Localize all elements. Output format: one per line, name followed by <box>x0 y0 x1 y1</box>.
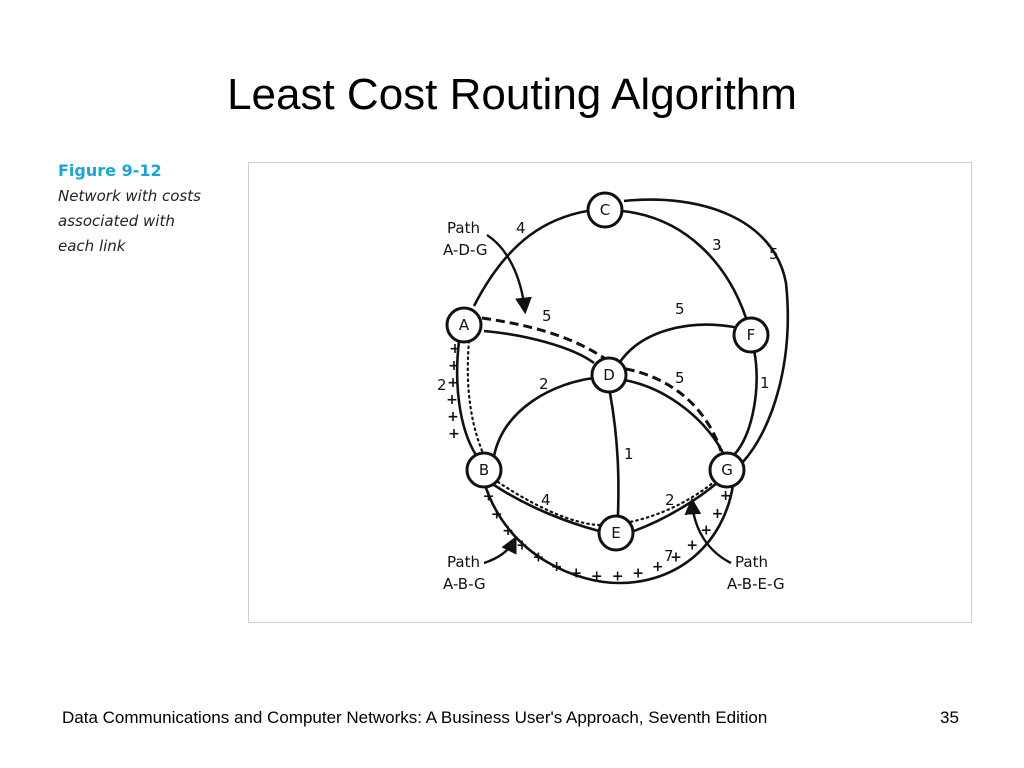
edges <box>455 198 790 585</box>
path-a-b-g-arrow <box>483 535 517 565</box>
cost-d-e: 1 <box>624 445 634 463</box>
path-a-d-g-arrow <box>486 233 532 315</box>
edge-d-e <box>608 392 620 516</box>
path-marker-plus: + <box>502 523 514 539</box>
edge-f-g <box>733 349 758 456</box>
path-a-b-g-title: Path <box>447 553 480 571</box>
edge-b-d <box>492 376 595 457</box>
slide-footer: Data Communications and Computer Network… <box>62 708 768 727</box>
path-marker-plus: + <box>570 565 582 581</box>
path-a-b-e-g-annotation: Path A-B-E-G <box>684 497 785 593</box>
edge-e-g <box>633 482 718 533</box>
figure-caption: Figure 9-12 Network with costs associate… <box>58 161 238 259</box>
path-marker-plus: + <box>686 537 698 553</box>
node-a: A <box>445 306 483 344</box>
node-f-circle <box>732 316 770 354</box>
node-b-circle <box>465 451 503 489</box>
node-d-label: D <box>603 366 615 384</box>
caption-line: associated with <box>58 212 175 230</box>
path-marker-plus: + <box>720 488 732 504</box>
caption-line: Network with costs <box>58 187 201 205</box>
path-a-d-g-title: Path <box>447 219 480 237</box>
node-f: F <box>732 316 770 354</box>
cost-a-c: 4 <box>516 219 526 237</box>
path-marker-plus: + <box>652 559 664 575</box>
path-a-b-e-g-title: Path <box>735 553 768 571</box>
path-a-b-e-g-arrow <box>684 497 732 565</box>
path-a-b-e-g-route: A-B-E-G <box>727 575 785 593</box>
node-e: E <box>597 514 635 552</box>
figure-description: Network with costs associated with each … <box>58 184 238 259</box>
path-marker-plus: + <box>516 538 528 554</box>
cost-b-e: 4 <box>541 491 551 509</box>
path-marker-plus: + <box>700 523 712 539</box>
cost-b-g: 7 <box>664 547 674 565</box>
slide-title: Least Cost Routing Algorithm <box>227 70 797 119</box>
caption-line: each link <box>58 237 126 255</box>
network-diagram: ++++++++++++++++++++++++ C A F D B <box>248 162 972 623</box>
page-number: 35 <box>940 708 959 727</box>
edge-b-e <box>493 483 600 533</box>
edge-a-b <box>455 340 478 456</box>
node-b-label: B <box>479 461 489 479</box>
path-marker-plus: + <box>632 565 644 581</box>
cost-f-g: 1 <box>760 374 770 392</box>
network-graph: ++++++++++++++++++++++++ C A F D B <box>437 191 790 593</box>
node-a-label: A <box>459 316 470 334</box>
path-marker-plus: + <box>491 507 503 523</box>
edge-costs: 4 3 5 5 5 1 2 2 5 1 4 2 7 <box>437 219 779 565</box>
edge-b-g <box>483 484 735 585</box>
edge-c-f <box>621 209 748 319</box>
path-marker-plus: + <box>712 506 724 522</box>
cost-a-b: 2 <box>437 376 447 394</box>
node-e-label: E <box>611 524 620 542</box>
edge-d-g <box>623 378 726 456</box>
node-c-label: C <box>600 201 610 219</box>
edge-a-c <box>472 209 588 307</box>
node-g-circle <box>708 451 746 489</box>
highlighted-paths <box>466 316 723 527</box>
path-marker-plus: + <box>447 409 459 425</box>
path-marker-plus: + <box>533 550 545 566</box>
node-g-label: G <box>721 461 733 479</box>
node-b: B <box>465 451 503 489</box>
figure-label: Figure 9-12 <box>58 161 162 180</box>
path-a-d-g-dashed <box>481 316 723 452</box>
node-d: D <box>590 356 628 394</box>
path-marker-plus: + <box>446 392 458 408</box>
path-marker-plus: + <box>551 559 563 575</box>
path-a-d-g-annotation: Path A-D-G <box>443 219 532 315</box>
path-marker-plus: + <box>448 358 460 374</box>
node-e-circle <box>597 514 635 552</box>
nodes: C A F D B G E <box>445 191 770 552</box>
node-c: C <box>586 191 624 229</box>
edge-a-d <box>483 329 595 365</box>
cost-d-g: 5 <box>675 369 685 387</box>
cost-e-g: 2 <box>665 491 675 509</box>
node-d-circle <box>590 356 628 394</box>
path-marker-plus: + <box>670 549 682 565</box>
node-a-circle <box>445 306 483 344</box>
cost-b-d: 2 <box>539 375 549 393</box>
cost-c-g: 5 <box>769 245 779 263</box>
path-a-d-g-route: A-D-G <box>443 241 487 259</box>
path-a-b-g-route: A-B-G <box>443 575 486 593</box>
path-a-b-g-annotation: Path A-B-G <box>443 535 517 593</box>
path-marker-plus: + <box>591 569 603 585</box>
cost-d-f: 5 <box>675 300 685 318</box>
path-marker-plus: + <box>483 489 495 505</box>
cost-c-f: 3 <box>712 236 722 254</box>
path-marker-plus: + <box>447 375 459 391</box>
path-marker-plus: + <box>448 426 460 442</box>
node-c-circle <box>586 191 624 229</box>
cost-a-d: 5 <box>542 307 552 325</box>
edge-d-f <box>616 323 740 366</box>
node-g: G <box>708 451 746 489</box>
node-f-label: F <box>747 326 756 344</box>
edge-c-g <box>623 198 790 464</box>
path-marker-plus: + <box>612 569 624 585</box>
path-marker-plus: + <box>449 341 461 357</box>
